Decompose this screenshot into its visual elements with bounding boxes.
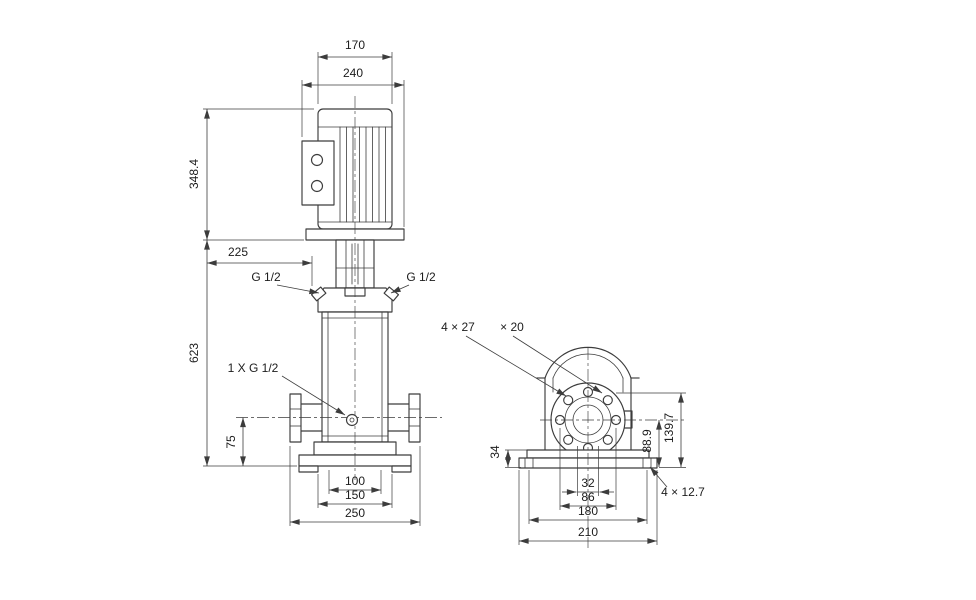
end-view: 4 × 27 × 20 34 88.9 139.7 [441, 320, 705, 548]
callout-drain: 1 X G 1/2 [228, 361, 346, 416]
flange-right [408, 393, 421, 443]
dim-bolt-span: 86 [559, 428, 617, 510]
dim-clearance: 225 [207, 245, 313, 286]
dim-motor-depth: 240 [301, 66, 405, 227]
dim-label: 180 [578, 504, 598, 518]
dim-label: 623 [187, 343, 201, 363]
dim-label: 250 [345, 506, 365, 520]
dim-label: 139.7 [662, 413, 676, 443]
dim-port-to-port: 250 [289, 446, 421, 526]
dim-label: 86 [581, 490, 595, 504]
dim-label: 210 [578, 525, 598, 539]
dim-label: 88.9 [640, 429, 654, 453]
dim-foot-height: 34 [488, 445, 527, 468]
dim-label: 34 [488, 445, 502, 459]
dim-base-holes: 100 [328, 470, 382, 494]
dim-pump-length: 623 [187, 240, 297, 467]
dim-label: 225 [228, 245, 248, 259]
dim-label: 170 [345, 38, 365, 52]
dim-base-feet: 150 [317, 474, 393, 508]
dim-label: 240 [343, 66, 363, 80]
dim-label: 348.4 [187, 159, 201, 189]
drain-plug [345, 413, 359, 427]
cable-entry [310, 179, 324, 193]
motor-fins [339, 126, 386, 223]
callout-label: 4 × 27 [441, 320, 475, 334]
callout-plug-left: G 1/2 [251, 270, 320, 295]
callout-base-holes: 4 × 12.7 [649, 466, 705, 499]
callout-label: 4 × 12.7 [661, 485, 705, 499]
callout-label: G 1/2 [406, 270, 436, 284]
callout-plug-right: G 1/2 [390, 270, 436, 294]
cable-entry [310, 153, 324, 167]
dim-motor-height: 348.4 [187, 108, 314, 241]
dim-top-height: 139.7 [616, 392, 686, 467]
callout-label: G 1/2 [251, 270, 281, 284]
dim-hole-span: 180 [528, 470, 648, 524]
dim-port-cl-height: 88.9 [640, 420, 686, 468]
dim-fan-width: 170 [317, 38, 393, 104]
callout-label: × 20 [500, 320, 524, 334]
port-flanges [289, 393, 421, 443]
dim-label: 100 [345, 474, 365, 488]
dim-label: 75 [224, 435, 238, 449]
front-view: 170 240 348.4 623 225 [187, 38, 442, 526]
terminal-box [301, 140, 335, 206]
dim-hole-gap: 32 [562, 446, 614, 496]
callout-label: 1 X G 1/2 [228, 361, 279, 375]
dim-port-height: 75 [224, 417, 246, 466]
dim-base-width: 210 [518, 470, 658, 545]
flange-left [289, 393, 302, 443]
dim-label: 32 [581, 476, 595, 490]
callout-flange-slots: 4 × 27 × 20 [441, 320, 603, 397]
motor [301, 108, 405, 241]
base-bracket [536, 346, 640, 451]
dim-label: 150 [345, 488, 365, 502]
